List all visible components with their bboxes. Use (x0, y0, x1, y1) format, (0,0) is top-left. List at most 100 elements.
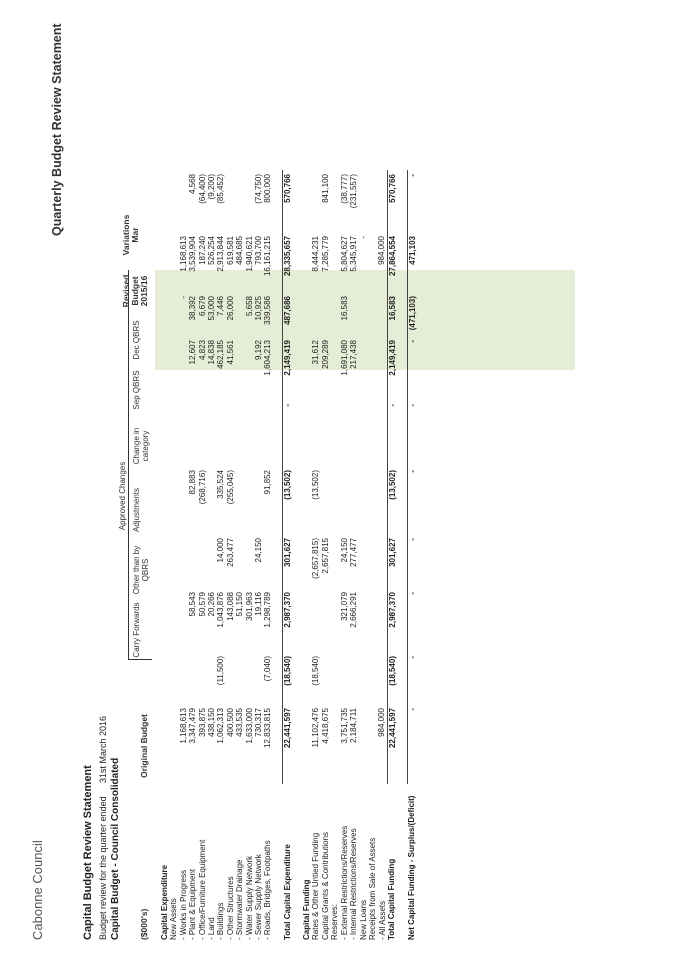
original-header: Original Budget (139, 714, 149, 778)
cell-value: 19,116 (254, 592, 264, 616)
cell-value (377, 292, 387, 336)
cell-value: 16,583 (339, 296, 349, 321)
cell-value (397, 652, 407, 704)
cell-value (368, 292, 377, 336)
cell-value (160, 466, 169, 534)
cell-value (321, 588, 330, 652)
row-label: - Land (207, 917, 217, 940)
carry-header: Carry Forwards (132, 602, 141, 658)
cell-value (273, 652, 283, 704)
cell-value: 22,441,597 (282, 704, 293, 784)
cell-value: 6,679 (197, 296, 207, 317)
cell-value (198, 400, 207, 466)
cell-value: - (407, 336, 417, 400)
cell-value (226, 652, 235, 704)
variations-header: Variations Mar (121, 214, 140, 256)
cell-value (359, 170, 368, 232)
cell-value: 7,446 (216, 296, 226, 317)
cell-value: 800,000 (263, 174, 273, 203)
cell-value (179, 400, 188, 466)
cell-value: (7,040) (263, 656, 273, 682)
cell-value: 2,913,844 (216, 236, 226, 272)
cell-value (377, 170, 387, 232)
cell-value (302, 534, 311, 588)
cell-value: 263,477 (225, 538, 235, 567)
cell-value (293, 292, 302, 336)
cell-value (302, 704, 311, 784)
cell-value (349, 292, 358, 336)
cell-value (397, 400, 407, 466)
cell-value: 41,561 (225, 340, 235, 365)
review-date: 31st March 2016 (98, 715, 108, 783)
cell-value (160, 232, 169, 292)
cell-value (311, 292, 320, 336)
cell-value (188, 534, 197, 588)
cell-value: 187,240 (197, 236, 207, 265)
cell-value (169, 534, 178, 588)
table-row: Receipts from Sale of Assets (368, 170, 377, 940)
cell-value (311, 400, 320, 466)
cell-value (377, 652, 387, 704)
cell-value: 619,581 (225, 236, 235, 265)
cell-value (169, 292, 178, 336)
cell-value: 5,658 (244, 296, 254, 317)
cell-value: - (407, 652, 417, 704)
page-title: Quarterly Budget Review Statement (50, 23, 64, 236)
table-row: Reserves: (330, 170, 339, 940)
cell-value: 433,535 (235, 708, 245, 737)
cell-value (207, 466, 216, 534)
cell-value: 526,254 (207, 236, 217, 265)
cell-value: 4,823 (197, 340, 207, 361)
cell-value (359, 588, 368, 652)
cell-value (160, 336, 169, 400)
cell-value (368, 534, 377, 588)
cell-value (207, 652, 216, 704)
cell-value (293, 704, 302, 784)
cell-value (330, 170, 339, 232)
cell-value (368, 170, 377, 232)
cell-value (226, 170, 235, 232)
cell-value (293, 588, 302, 652)
cell-value (321, 292, 330, 336)
table-row (273, 170, 283, 940)
cell-value: - (407, 534, 417, 588)
cell-value (349, 466, 358, 534)
cell-value (302, 400, 311, 466)
cell-value: 14,000 (216, 538, 226, 563)
cell-value: (268,716) (197, 470, 207, 505)
cell-value (245, 534, 254, 588)
cell-value (311, 588, 320, 652)
cell-value (302, 232, 311, 292)
row-label (293, 784, 302, 940)
cell-value: (13,502) (282, 466, 293, 534)
cell-value: (38,777) (339, 174, 349, 204)
cell-value: - (282, 400, 293, 466)
cell-value (179, 466, 188, 534)
cell-value (321, 466, 330, 534)
cell-value (368, 232, 377, 292)
cell-value (160, 704, 169, 784)
council-name: Cabonne Council (30, 840, 45, 940)
cell-value: 2,657,815 (320, 538, 330, 574)
cell-value: 487,686 (282, 292, 293, 336)
cell-value (179, 534, 188, 588)
cell-value: 53,000 (207, 296, 217, 321)
cell-value (368, 466, 377, 534)
cell-value (321, 652, 330, 704)
cell-value (179, 170, 188, 232)
row-label: - Other Structures (225, 876, 235, 940)
cell-value: 27,864,554 (387, 232, 398, 292)
cell-value (397, 534, 407, 588)
cell-value: 1,298,789 (263, 592, 273, 628)
cell-value (302, 292, 311, 336)
cell-value (160, 588, 169, 652)
cell-value: 984,000 (377, 708, 387, 737)
cell-value (179, 336, 188, 400)
row-label: - Office/Furniture Equipment (197, 839, 207, 940)
cell-value: (13,502) (387, 466, 398, 534)
